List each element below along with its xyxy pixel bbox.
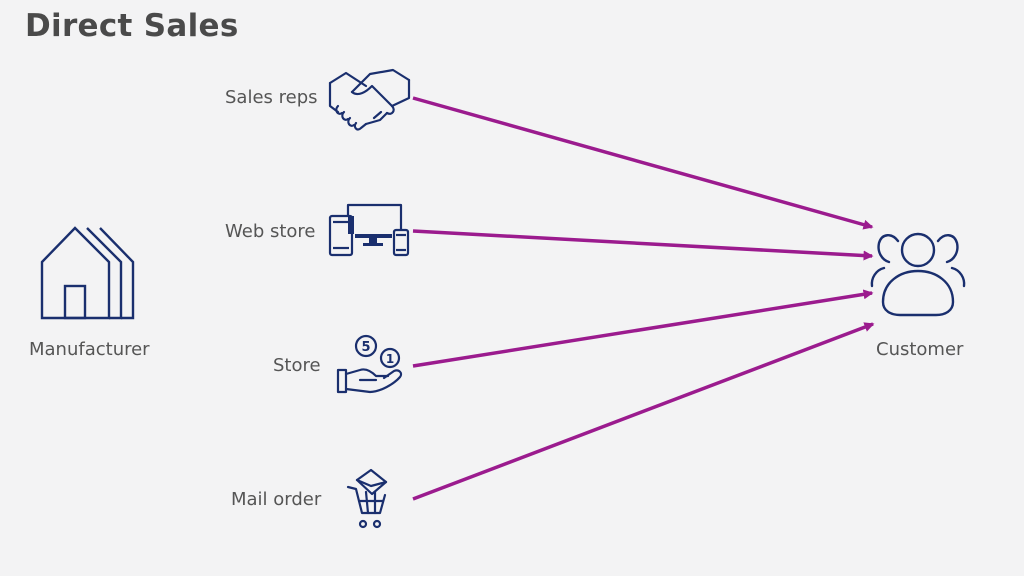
svg-text:5: 5 [361,340,370,355]
hand-coins-icon: 5 1 [336,334,403,394]
handshake-icon [328,68,411,131]
arrow-store [412,289,874,368]
channel-label-store: Store [273,355,321,376]
channel-label-mail-order: Mail order [231,489,322,510]
customer-label: Customer [876,339,964,360]
arrow-mail-order [412,322,875,501]
arrow-sales-reps [412,96,874,230]
channel-label-sales-reps: Sales reps [225,87,318,108]
arrow-web-store [412,229,874,261]
devices-icon [328,203,410,257]
house-icon [40,226,135,320]
manufacturer-label: Manufacturer [29,339,150,360]
page-title: Direct Sales [25,8,239,44]
svg-text:1: 1 [386,352,394,366]
channel-label-web-store: Web store [225,221,316,242]
shopping-cart-mail-icon [346,468,388,529]
user-group-icon [870,232,966,317]
